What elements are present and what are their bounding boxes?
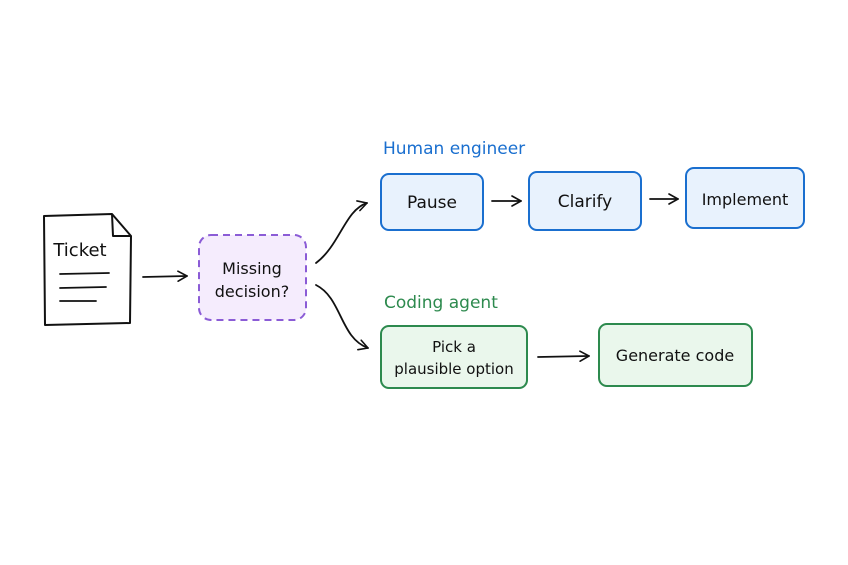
human-lane-title: Human engineer [383,139,525,159]
implement-label: Implement [702,190,789,209]
arrow-decision-to-human [315,200,368,264]
step-pick-option: Pick a plausible option [380,325,528,389]
decision-box [198,234,307,321]
ticket-label: Ticket [52,240,106,261]
ticket-line-2 [59,286,107,289]
step-pause: Pause [380,173,484,231]
step-implement: Implement [685,167,805,229]
arrow-pick-to-generate [537,350,590,362]
ticket-line-1 [59,272,110,275]
decision-label-line2: decision? [215,282,289,301]
clarify-box [528,171,642,231]
decision-label-line1: Missing [222,259,282,278]
ticket-document: Ticket [43,213,132,326]
pick-option-label-line1: Pick a [432,338,476,356]
document-fold [111,213,131,237]
generate-code-box [598,323,753,387]
pause-box [380,173,484,231]
clarify-label: Clarify [558,192,612,212]
document-icon [43,213,132,326]
pick-option-box [380,325,528,389]
agent-lane-title: Coding agent [384,293,498,313]
implement-box [685,167,805,229]
step-generate-code: Generate code [598,323,753,387]
pick-option-label-line2: plausible option [394,360,514,378]
arrow-ticket-to-decision [142,270,188,283]
generate-code-label: Generate code [616,346,734,365]
decision-node: Missing decision? [198,234,307,321]
arrow-decision-to-agent [315,284,369,351]
pause-label: Pause [407,193,457,213]
step-clarify: Clarify [528,171,642,231]
